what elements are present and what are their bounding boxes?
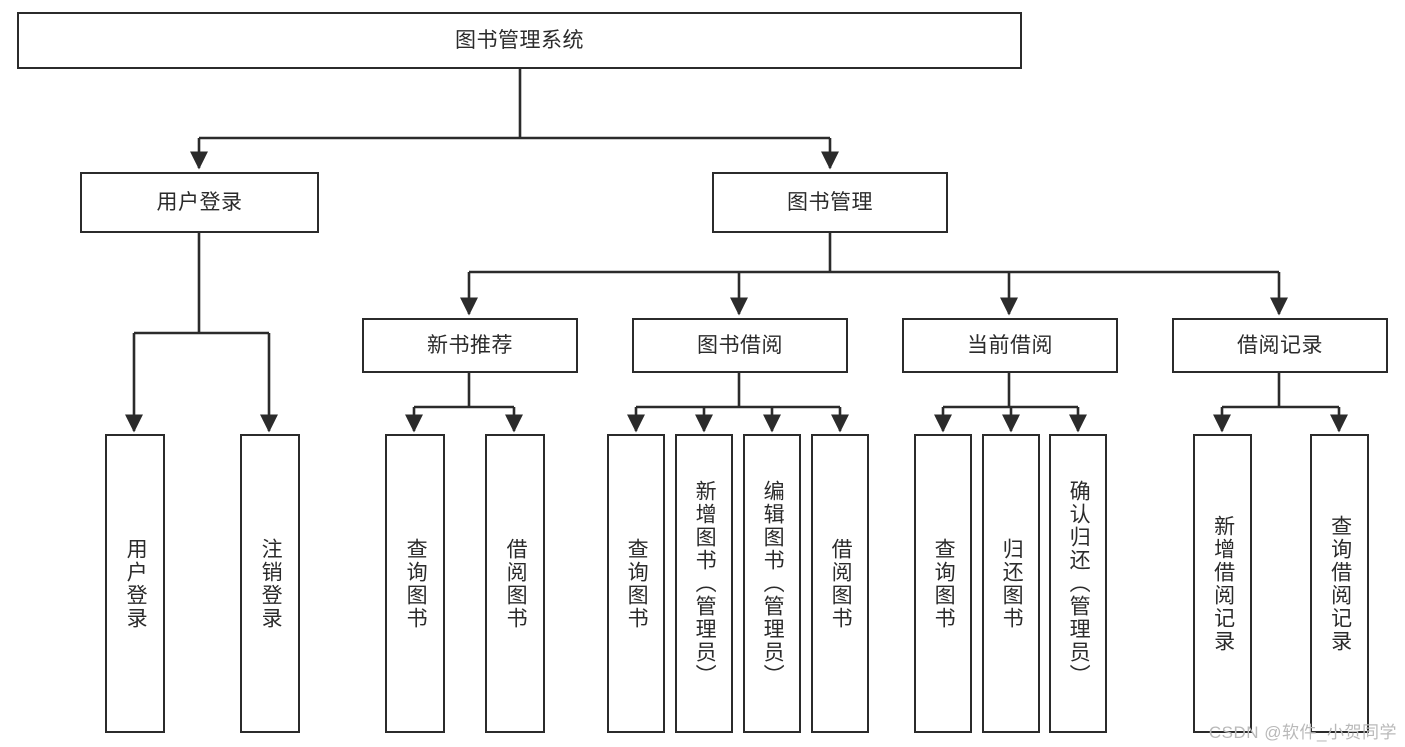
- node-label: 查询借阅记录: [1328, 514, 1352, 653]
- node-label: 新书推荐: [427, 333, 513, 357]
- node-leaf-user-login-signout[interactable]: 注销登录: [240, 434, 300, 733]
- node-leaf-book-borrow-edit[interactable]: 编辑图书（管理员）: [743, 434, 801, 733]
- node-label: 借阅记录: [1237, 333, 1323, 357]
- node-new-book-recommend[interactable]: 新书推荐: [362, 318, 578, 373]
- node-label: 编辑图书（管理员）: [761, 480, 785, 687]
- node-leaf-book-borrow-add[interactable]: 新增图书（管理员）: [675, 434, 733, 733]
- node-leaf-user-login-signin[interactable]: 用户登录: [105, 434, 165, 733]
- node-book-management[interactable]: 图书管理: [712, 172, 948, 233]
- node-label: 注销登录: [259, 537, 283, 630]
- node-label: 确认归还（管理员）: [1067, 480, 1091, 687]
- node-label: 新增图书（管理员）: [693, 480, 717, 687]
- node-label: 用户登录: [156, 190, 243, 214]
- node-leaf-new-book-query[interactable]: 查询图书: [385, 434, 445, 733]
- node-label: 图书管理: [787, 190, 873, 214]
- node-label: 用户登录: [124, 537, 148, 630]
- node-label: 图书管理系统: [455, 28, 584, 52]
- node-label: 借阅图书: [829, 537, 853, 630]
- node-label: 借阅图书: [504, 537, 528, 630]
- node-label: 查询图书: [932, 537, 956, 630]
- node-leaf-current-borrow-return[interactable]: 归还图书: [982, 434, 1040, 733]
- node-leaf-borrow-record-add[interactable]: 新增借阅记录: [1193, 434, 1252, 733]
- node-leaf-borrow-record-query[interactable]: 查询借阅记录: [1310, 434, 1369, 733]
- node-leaf-book-borrow-borrow[interactable]: 借阅图书: [811, 434, 869, 733]
- node-label: 查询图书: [404, 537, 428, 630]
- csdn-watermark: CSDN @软件_小贺同学: [1208, 723, 1397, 742]
- node-borrow-record[interactable]: 借阅记录: [1172, 318, 1388, 373]
- node-current-borrow[interactable]: 当前借阅: [902, 318, 1118, 373]
- node-label: 查询图书: [625, 537, 649, 630]
- node-label: 图书借阅: [697, 333, 783, 357]
- node-user-login[interactable]: 用户登录: [80, 172, 319, 233]
- node-label: 新增借阅记录: [1211, 514, 1235, 653]
- node-book-borrow[interactable]: 图书借阅: [632, 318, 848, 373]
- node-leaf-new-book-borrow[interactable]: 借阅图书: [485, 434, 545, 733]
- node-leaf-book-borrow-query[interactable]: 查询图书: [607, 434, 665, 733]
- node-label: 当前借阅: [967, 333, 1053, 357]
- node-root-book-management-system[interactable]: 图书管理系统: [17, 12, 1022, 69]
- node-leaf-current-borrow-query[interactable]: 查询图书: [914, 434, 972, 733]
- node-label: 归还图书: [1000, 537, 1024, 630]
- node-leaf-current-borrow-confirm[interactable]: 确认归还（管理员）: [1049, 434, 1107, 733]
